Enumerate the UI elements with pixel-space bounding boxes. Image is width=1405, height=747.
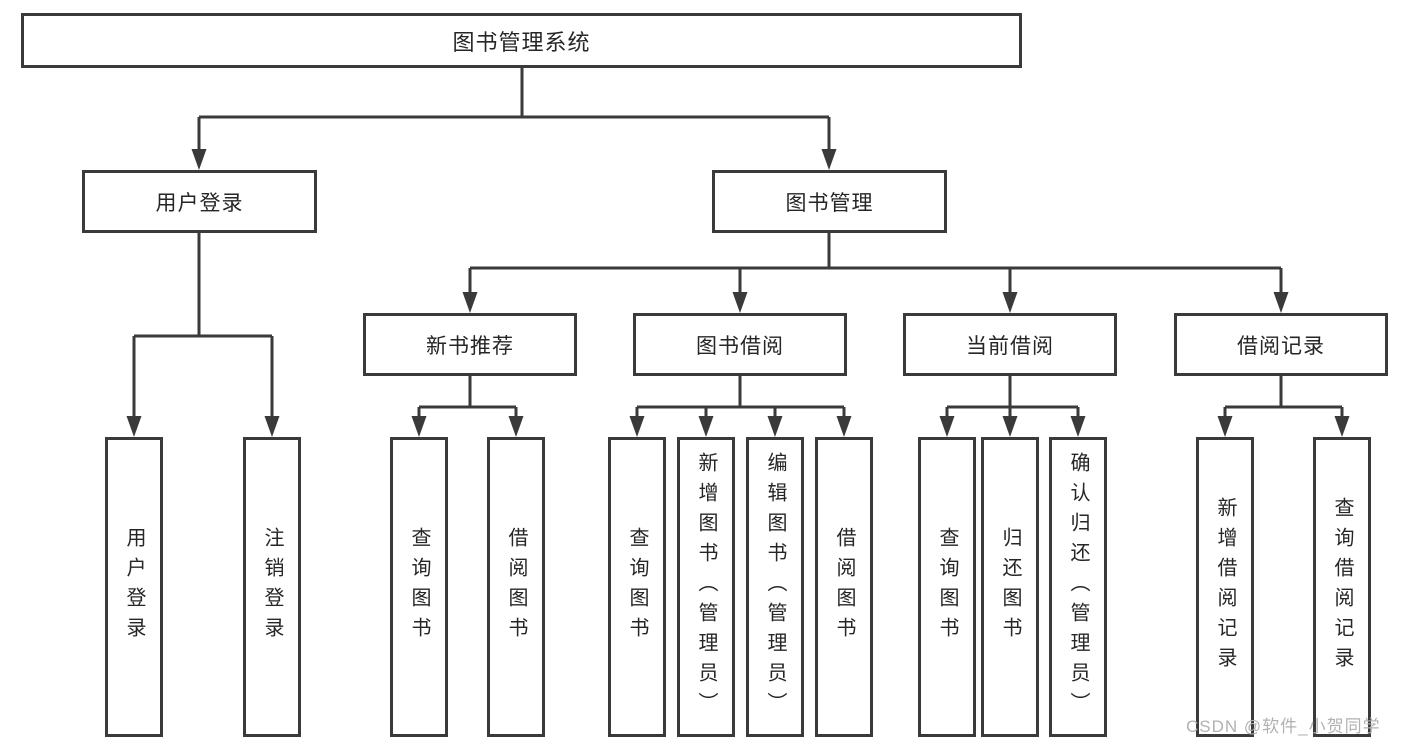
leaf-label: 归还图书: [999, 527, 1021, 647]
connector-current-to-leaves: [939, 376, 1086, 437]
leaf-confirm-return-admin: 确认归还（管理员）: [1049, 437, 1107, 737]
leaf-label: 查询图书: [408, 527, 430, 647]
node-book-management: 图书管理: [712, 170, 947, 233]
node-current-borrow: 当前借阅: [903, 313, 1117, 376]
leaf-label: 借阅图书: [833, 527, 855, 647]
connector-userlogin-to-leaves: [126, 233, 280, 437]
connector-records-to-leaves: [1217, 376, 1350, 437]
node-label: 当前借阅: [966, 334, 1054, 358]
leaf-label: 查询图书: [626, 527, 648, 647]
node-label: 新书推荐: [426, 334, 514, 358]
leaf-label: 注销登录: [261, 527, 283, 647]
node-label: 图书管理: [785, 191, 874, 215]
csdn-watermark: CSDN @软件_小贺同学: [1186, 717, 1381, 736]
leaf-label: 新增图书（管理员）: [695, 452, 717, 722]
leaf-edit-books-admin: 编辑图书（管理员）: [746, 437, 804, 737]
leaf-logout-login: 注销登录: [243, 437, 301, 737]
leaf-query-books-current: 查询图书: [918, 437, 976, 737]
node-label: 借阅记录: [1237, 334, 1325, 358]
node-library-management-system: 图书管理系统: [21, 13, 1022, 68]
leaf-query-books-borrow: 查询图书: [608, 437, 666, 737]
node-book-borrow: 图书借阅: [633, 313, 847, 376]
node-borrow-records: 借阅记录: [1174, 313, 1388, 376]
leaf-query-books-recommend: 查询图书: [390, 437, 448, 737]
connector-bookmgmt-to-level3: [462, 233, 1289, 313]
leaf-label: 新增借阅记录: [1214, 497, 1236, 677]
leaf-add-books-admin: 新增图书（管理员）: [677, 437, 735, 737]
leaf-user-login: 用户登录: [105, 437, 163, 737]
leaf-add-borrow-record: 新增借阅记录: [1196, 437, 1254, 737]
leaf-label: 编辑图书（管理员）: [764, 452, 786, 722]
leaf-return-books: 归还图书: [981, 437, 1039, 737]
leaf-label: 确认归还（管理员）: [1067, 452, 1089, 722]
leaf-label: 查询图书: [936, 527, 958, 647]
node-label: 图书管理系统: [452, 29, 591, 55]
node-user-login: 用户登录: [82, 170, 317, 233]
leaf-borrow-books-borrow: 借阅图书: [815, 437, 873, 737]
leaf-label: 借阅图书: [505, 527, 527, 647]
node-new-book-recommend: 新书推荐: [363, 313, 577, 376]
node-label: 用户登录: [155, 191, 244, 215]
leaf-label: 查询借阅记录: [1331, 497, 1353, 677]
node-label: 图书借阅: [696, 334, 784, 358]
connector-borrow-to-leaves: [629, 376, 852, 437]
leaf-borrow-books-recommend: 借阅图书: [487, 437, 545, 737]
leaf-query-borrow-record: 查询借阅记录: [1313, 437, 1371, 737]
connector-recommend-to-leaves: [411, 376, 524, 437]
leaf-label: 用户登录: [123, 527, 145, 647]
connector-root-to-level2: [191, 68, 837, 170]
